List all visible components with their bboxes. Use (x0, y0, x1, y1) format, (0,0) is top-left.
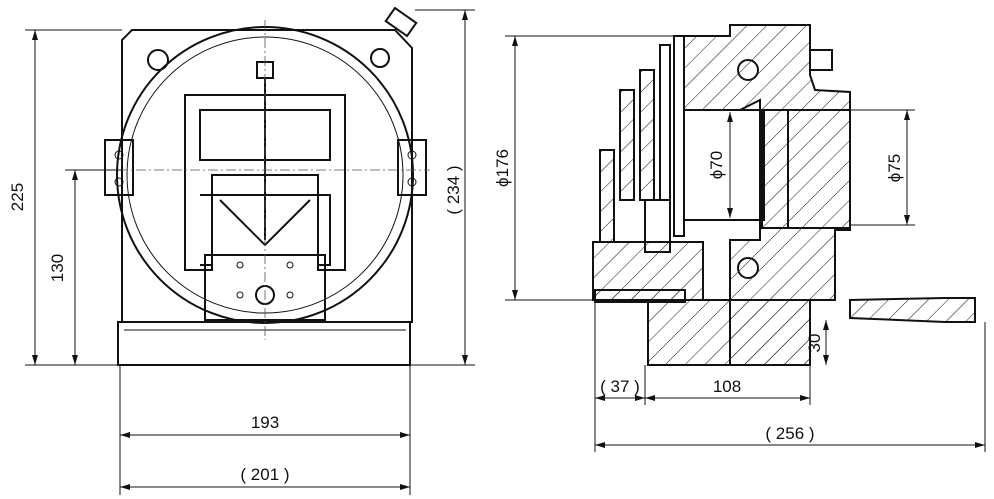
output-bore (759, 109, 851, 229)
hole (286, 261, 294, 269)
dim-output-diameter: ϕ75 (885, 154, 904, 182)
dim-base-offset: 30 (805, 334, 824, 353)
screw (114, 150, 124, 160)
side-knob (809, 49, 833, 71)
dim-base-width: 193 (251, 413, 279, 432)
plate-3 (639, 69, 655, 201)
vise-body (204, 254, 326, 321)
dim-ref-width: ( 201 ) (240, 465, 289, 484)
dim-body-length: 108 (713, 377, 741, 396)
housing-outline (121, 29, 413, 323)
plate-4 (659, 44, 671, 201)
hole (236, 261, 244, 269)
dim-rear-length: ( 37 ) (600, 377, 640, 396)
spacer (644, 199, 671, 253)
dim-overall-height: 225 (8, 183, 27, 211)
dim-center-height: 130 (48, 254, 67, 282)
screw (407, 177, 417, 187)
clamp-right (397, 139, 427, 196)
hole (286, 291, 294, 299)
yoke-outer (184, 94, 346, 271)
bearing-ball-top (737, 59, 759, 81)
bolt-hole-left (147, 49, 169, 71)
dim-overall-length: ( 256 ) (765, 424, 814, 443)
plate-2 (619, 89, 635, 201)
dim-bore-diameter: ϕ70 (707, 151, 726, 179)
hole (236, 291, 244, 299)
knob (384, 6, 418, 38)
bearing-ball-bottom (737, 257, 759, 279)
screw (407, 150, 417, 160)
front-dimensions: 225 130 ( 234 ) 193 ( 201 ) (8, 9, 475, 495)
bolt-hole-right (370, 48, 390, 68)
yoke-upper (199, 109, 331, 161)
clamp-left (104, 139, 134, 196)
base-plate (117, 321, 411, 366)
handle (849, 297, 976, 323)
plate-1 (599, 149, 615, 243)
pin (594, 289, 686, 303)
dim-flange-diameter: ϕ176 (493, 149, 512, 187)
plate-5 (673, 35, 685, 237)
side-view (592, 24, 976, 366)
side-dimensions: ϕ176 ϕ70 ϕ75 30 ( 37 ) 108 ( 256 ) (493, 35, 986, 452)
front-view (100, 6, 430, 366)
dim-ref-height: ( 234 ) (444, 165, 463, 214)
screw (114, 177, 124, 187)
